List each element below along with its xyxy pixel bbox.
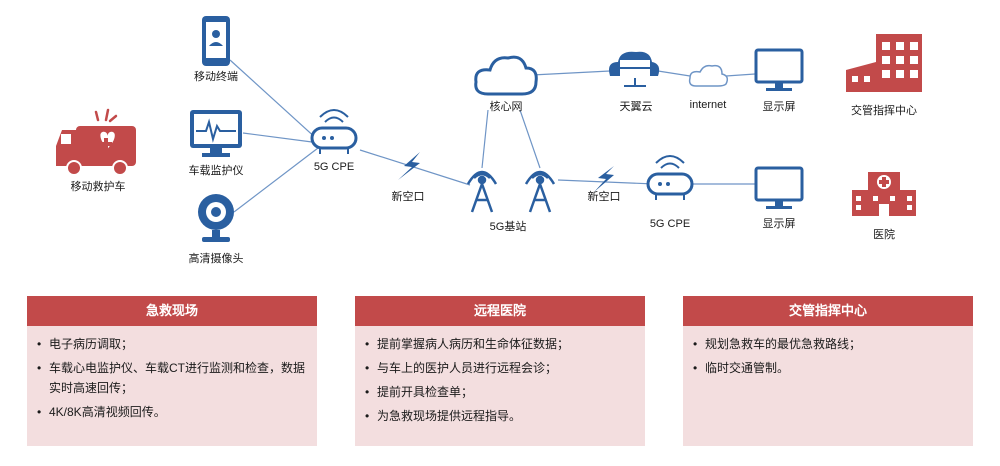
core-network-label: 核心网 [490,99,523,113]
base-station-label: 5G基站 [490,219,527,233]
ambulance-icon [56,108,136,176]
display-bottom-label: 显示屏 [763,217,796,230]
panel-emergency-scene: 急救现场 电子病历调取； 车载心电监护仪、车载CT进行监测和检查，数据实时高速回… [27,296,317,446]
list-item: 提前掌握病人病历和生命体征数据； [363,334,637,354]
air-interface-left-label: 新空口 [392,189,425,203]
base-station-icon [524,170,556,213]
panel-traffic-center: 交管指挥中心 规划急救车的最优急救路线； 临时交通管制。 [683,296,973,446]
ambulance-label: 移动救护车 [71,179,126,193]
panel-list: 电子病历调取； 车载心电监护仪、车载CT进行监测和检查，数据实时高速回传； 4K… [35,334,309,422]
hospital-building-icon [852,172,916,216]
lightning-icon [594,166,614,192]
panel-title: 远程医院 [355,296,645,326]
list-item: 车载心电监护仪、车载CT进行监测和检查，数据实时高速回传； [35,358,309,398]
air-interface-right-label: 新空口 [588,189,621,203]
panel-body: 提前掌握病人病历和生命体征数据； 与车上的医护人员进行远程会诊； 提前开具检查单… [355,326,645,446]
cpe-router-icon [310,109,358,154]
patient-monitor-icon [190,110,242,157]
monitor-label: 车载监护仪 [189,163,244,177]
list-item: 4K/8K高清视频回传。 [35,402,309,422]
internet-label: internet [690,99,727,111]
cpe-left-label: 5G CPE [314,161,354,173]
display-icon [754,166,804,209]
network-diagram: 移动救护车 移动终端 车载监护仪 高清摄像头 5G CPE 新空口 [56,16,922,265]
base-station-icon [466,170,498,213]
cloud-server-icon [609,51,660,87]
panel-list: 规划急救车的最优急救路线； 临时交通管制。 [691,334,965,378]
list-item: 提前开具检查单； [363,382,637,402]
camera-icon [198,194,234,242]
core-network-cloud-icon [474,55,538,96]
list-item: 临时交通管制。 [691,358,965,378]
tianyi-cloud-label: 天翼云 [620,100,653,113]
display-top-label: 显示屏 [763,100,796,113]
display-icon [754,48,804,91]
cpe-router-icon [646,155,694,200]
panel-list: 提前掌握病人病历和生命体征数据； 与车上的医护人员进行远程会诊； 提前开具检查单… [363,334,637,426]
list-item: 与车上的医护人员进行远程会诊； [363,358,637,378]
mobile-terminal-icon [202,16,230,66]
panel-title: 急救现场 [27,296,317,326]
cpe-right-label: 5G CPE [650,218,690,230]
camera-label: 高清摄像头 [189,251,244,265]
lightning-icon [398,152,420,180]
panel-body: 电子病历调取； 车载心电监护仪、车载CT进行监测和检查，数据实时高速回传； 4K… [27,326,317,446]
panel-title: 交管指挥中心 [683,296,973,326]
panel-body: 规划急救车的最优急救路线； 临时交通管制。 [683,326,973,446]
hospital-label: 医院 [873,227,895,241]
list-item: 电子病历调取； [35,334,309,354]
traffic-center-label: 交管指挥中心 [851,103,917,117]
internet-cloud-icon [688,64,729,87]
list-item: 为急救现场提供远程指导。 [363,406,637,426]
connection-lines [229,59,756,213]
list-item: 规划急救车的最优急救路线； [691,334,965,354]
command-center-building-icon [846,34,922,92]
mobile-terminal-label: 移动终端 [194,69,238,83]
panel-remote-hospital: 远程医院 提前掌握病人病历和生命体征数据； 与车上的医护人员进行远程会诊； 提前… [355,296,645,446]
